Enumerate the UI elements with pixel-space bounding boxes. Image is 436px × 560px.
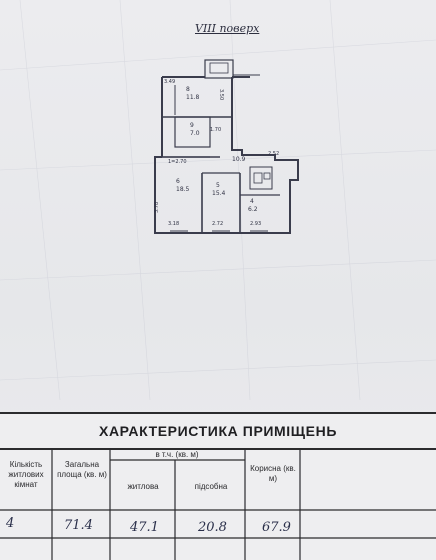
svg-text:9: 9	[190, 122, 194, 129]
svg-text:3.50: 3.50	[218, 89, 224, 100]
svg-text:7.0: 7.0	[190, 130, 200, 137]
table-title: ХАРАКТЕРИСТИКА ПРИМІЩЕНЬ	[99, 423, 337, 439]
value-living: 47.1	[130, 520, 159, 535]
header-living: житлова	[127, 482, 159, 491]
value-total-area: 71.4	[64, 518, 93, 533]
svg-text:6: 6	[176, 178, 180, 185]
header-including: в т.ч. (кв. м)	[155, 450, 199, 459]
svg-text:2.52: 2.52	[268, 151, 279, 157]
svg-text:11.8: 11.8	[186, 94, 200, 101]
svg-text:6.2: 6.2	[248, 206, 258, 213]
svg-text:4: 4	[250, 198, 254, 205]
svg-text:3.78: 3.78	[154, 202, 160, 213]
value-auxiliary: 20.8	[198, 520, 227, 535]
svg-text:3.18: 3.18	[168, 221, 179, 227]
floor-title: VIII поверх	[195, 22, 260, 35]
svg-text:1.70: 1.70	[210, 127, 221, 133]
svg-text:18.5: 18.5	[176, 186, 190, 193]
svg-text:15.4: 15.4	[212, 190, 226, 197]
header-rooms-count: Кількість житлових кімнат	[8, 460, 44, 489]
floor-plan: 8 11.8 9 7.0 6 18.5 5 15.4 10.9 4 6.2 3.…	[150, 55, 310, 240]
header-useful: Корисна (кв. м)	[250, 464, 296, 483]
svg-text:2.93: 2.93	[250, 221, 261, 227]
value-useful: 67.9	[262, 520, 291, 535]
svg-text:2.72: 2.72	[212, 221, 223, 227]
table-grid	[0, 448, 436, 560]
svg-text:8: 8	[186, 86, 190, 93]
svg-text:1=2.70: 1=2.70	[168, 159, 187, 165]
header-total-area: Загальна площа (кв. м)	[57, 460, 107, 479]
header-auxiliary: підсобна	[194, 482, 228, 491]
svg-text:3.49: 3.49	[164, 79, 175, 85]
table-header: ХАРАКТЕРИСТИКА ПРИМІЩЕНЬ	[0, 412, 436, 450]
characteristics-table: ХАРАКТЕРИСТИКА ПРИМІЩЕНЬ Кількість житло…	[0, 412, 436, 560]
svg-text:10.9: 10.9	[232, 156, 246, 163]
svg-text:5: 5	[216, 182, 220, 189]
floor-plan-drawing: 8 11.8 9 7.0 6 18.5 5 15.4 10.9 4 6.2 3.…	[154, 59, 299, 234]
value-rooms-count: 4	[6, 516, 15, 531]
